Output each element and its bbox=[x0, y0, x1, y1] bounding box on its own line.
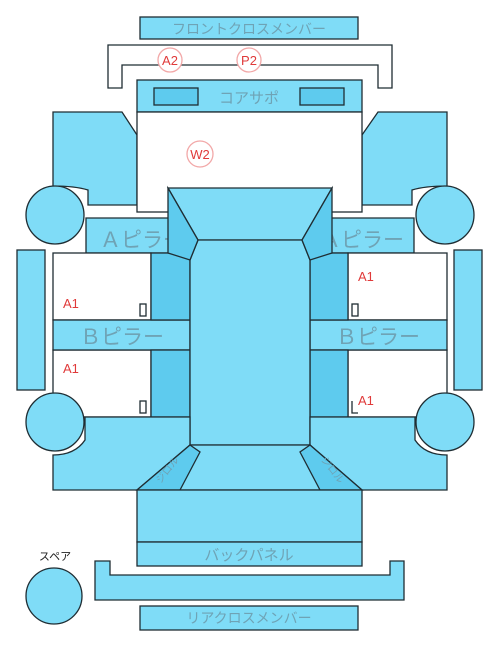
rear-bumper[interactable] bbox=[94, 560, 405, 601]
damage-badge-p2[interactable] bbox=[236, 47, 262, 73]
core-support-left-slot bbox=[153, 87, 199, 106]
damage-badge-a2[interactable] bbox=[157, 47, 183, 73]
rear-right-door-handle bbox=[351, 401, 358, 414]
left-front-sill[interactable] bbox=[150, 252, 191, 321]
damage-mark-right-upper[interactable]: A1 bbox=[358, 269, 374, 284]
front-right-door-handle bbox=[351, 303, 359, 317]
spare-label: スペア bbox=[39, 550, 71, 563]
damage-badge-p2-text: P2 bbox=[241, 53, 257, 68]
core-support-right-slot bbox=[299, 87, 345, 106]
core-support-label: コアサポ bbox=[219, 89, 279, 107]
b-pillar-right-label: Ｂピラー bbox=[336, 325, 420, 349]
a-pillar-right-label: Ａピラー bbox=[320, 228, 404, 252]
right-side-skirt[interactable] bbox=[453, 249, 483, 391]
damage-mark-left-lower[interactable]: A1 bbox=[63, 361, 79, 376]
roof-left-rail bbox=[167, 185, 199, 261]
rear-cross-member-label: リアクロスメンバー bbox=[186, 611, 311, 627]
left-side-skirt[interactable] bbox=[16, 249, 46, 391]
front-right-wheel[interactable] bbox=[415, 185, 475, 245]
rear-right-wheel[interactable] bbox=[415, 392, 475, 452]
trunk-lid[interactable] bbox=[136, 489, 363, 543]
damage-badge-w2[interactable] bbox=[186, 140, 214, 168]
damage-mark-left-upper[interactable]: A1 bbox=[63, 296, 79, 311]
right-front-sill[interactable] bbox=[309, 252, 349, 321]
roof[interactable] bbox=[189, 239, 311, 446]
rear-window[interactable] bbox=[179, 444, 321, 491]
front-left-wheel[interactable] bbox=[25, 185, 85, 245]
rear-cross-member[interactable] bbox=[139, 605, 359, 631]
front-left-door-handle bbox=[139, 303, 147, 317]
damage-badge-w2-text: W2 bbox=[190, 147, 210, 162]
spare-tire[interactable] bbox=[25, 567, 83, 625]
front-cross-member[interactable] bbox=[139, 16, 359, 40]
front-right-door[interactable] bbox=[347, 252, 448, 321]
damage-badge-a2-text: A2 bbox=[162, 53, 178, 68]
roof-right-rail bbox=[301, 185, 333, 261]
back-panel-label: バックパネル bbox=[204, 546, 293, 564]
right-rear-sill[interactable] bbox=[309, 349, 349, 418]
rear-left-wheel[interactable] bbox=[25, 392, 85, 452]
back-panel[interactable] bbox=[136, 541, 363, 567]
b-pillar-right[interactable] bbox=[309, 319, 448, 351]
rear-left-door-handle bbox=[139, 400, 147, 414]
damage-mark-right-lower[interactable]: A1 bbox=[358, 393, 374, 408]
front-cross-member-label: フロントクロスメンバー bbox=[172, 22, 326, 38]
left-rear-sill[interactable] bbox=[150, 349, 191, 418]
b-pillar-left-label: Ｂピラー bbox=[80, 325, 164, 349]
